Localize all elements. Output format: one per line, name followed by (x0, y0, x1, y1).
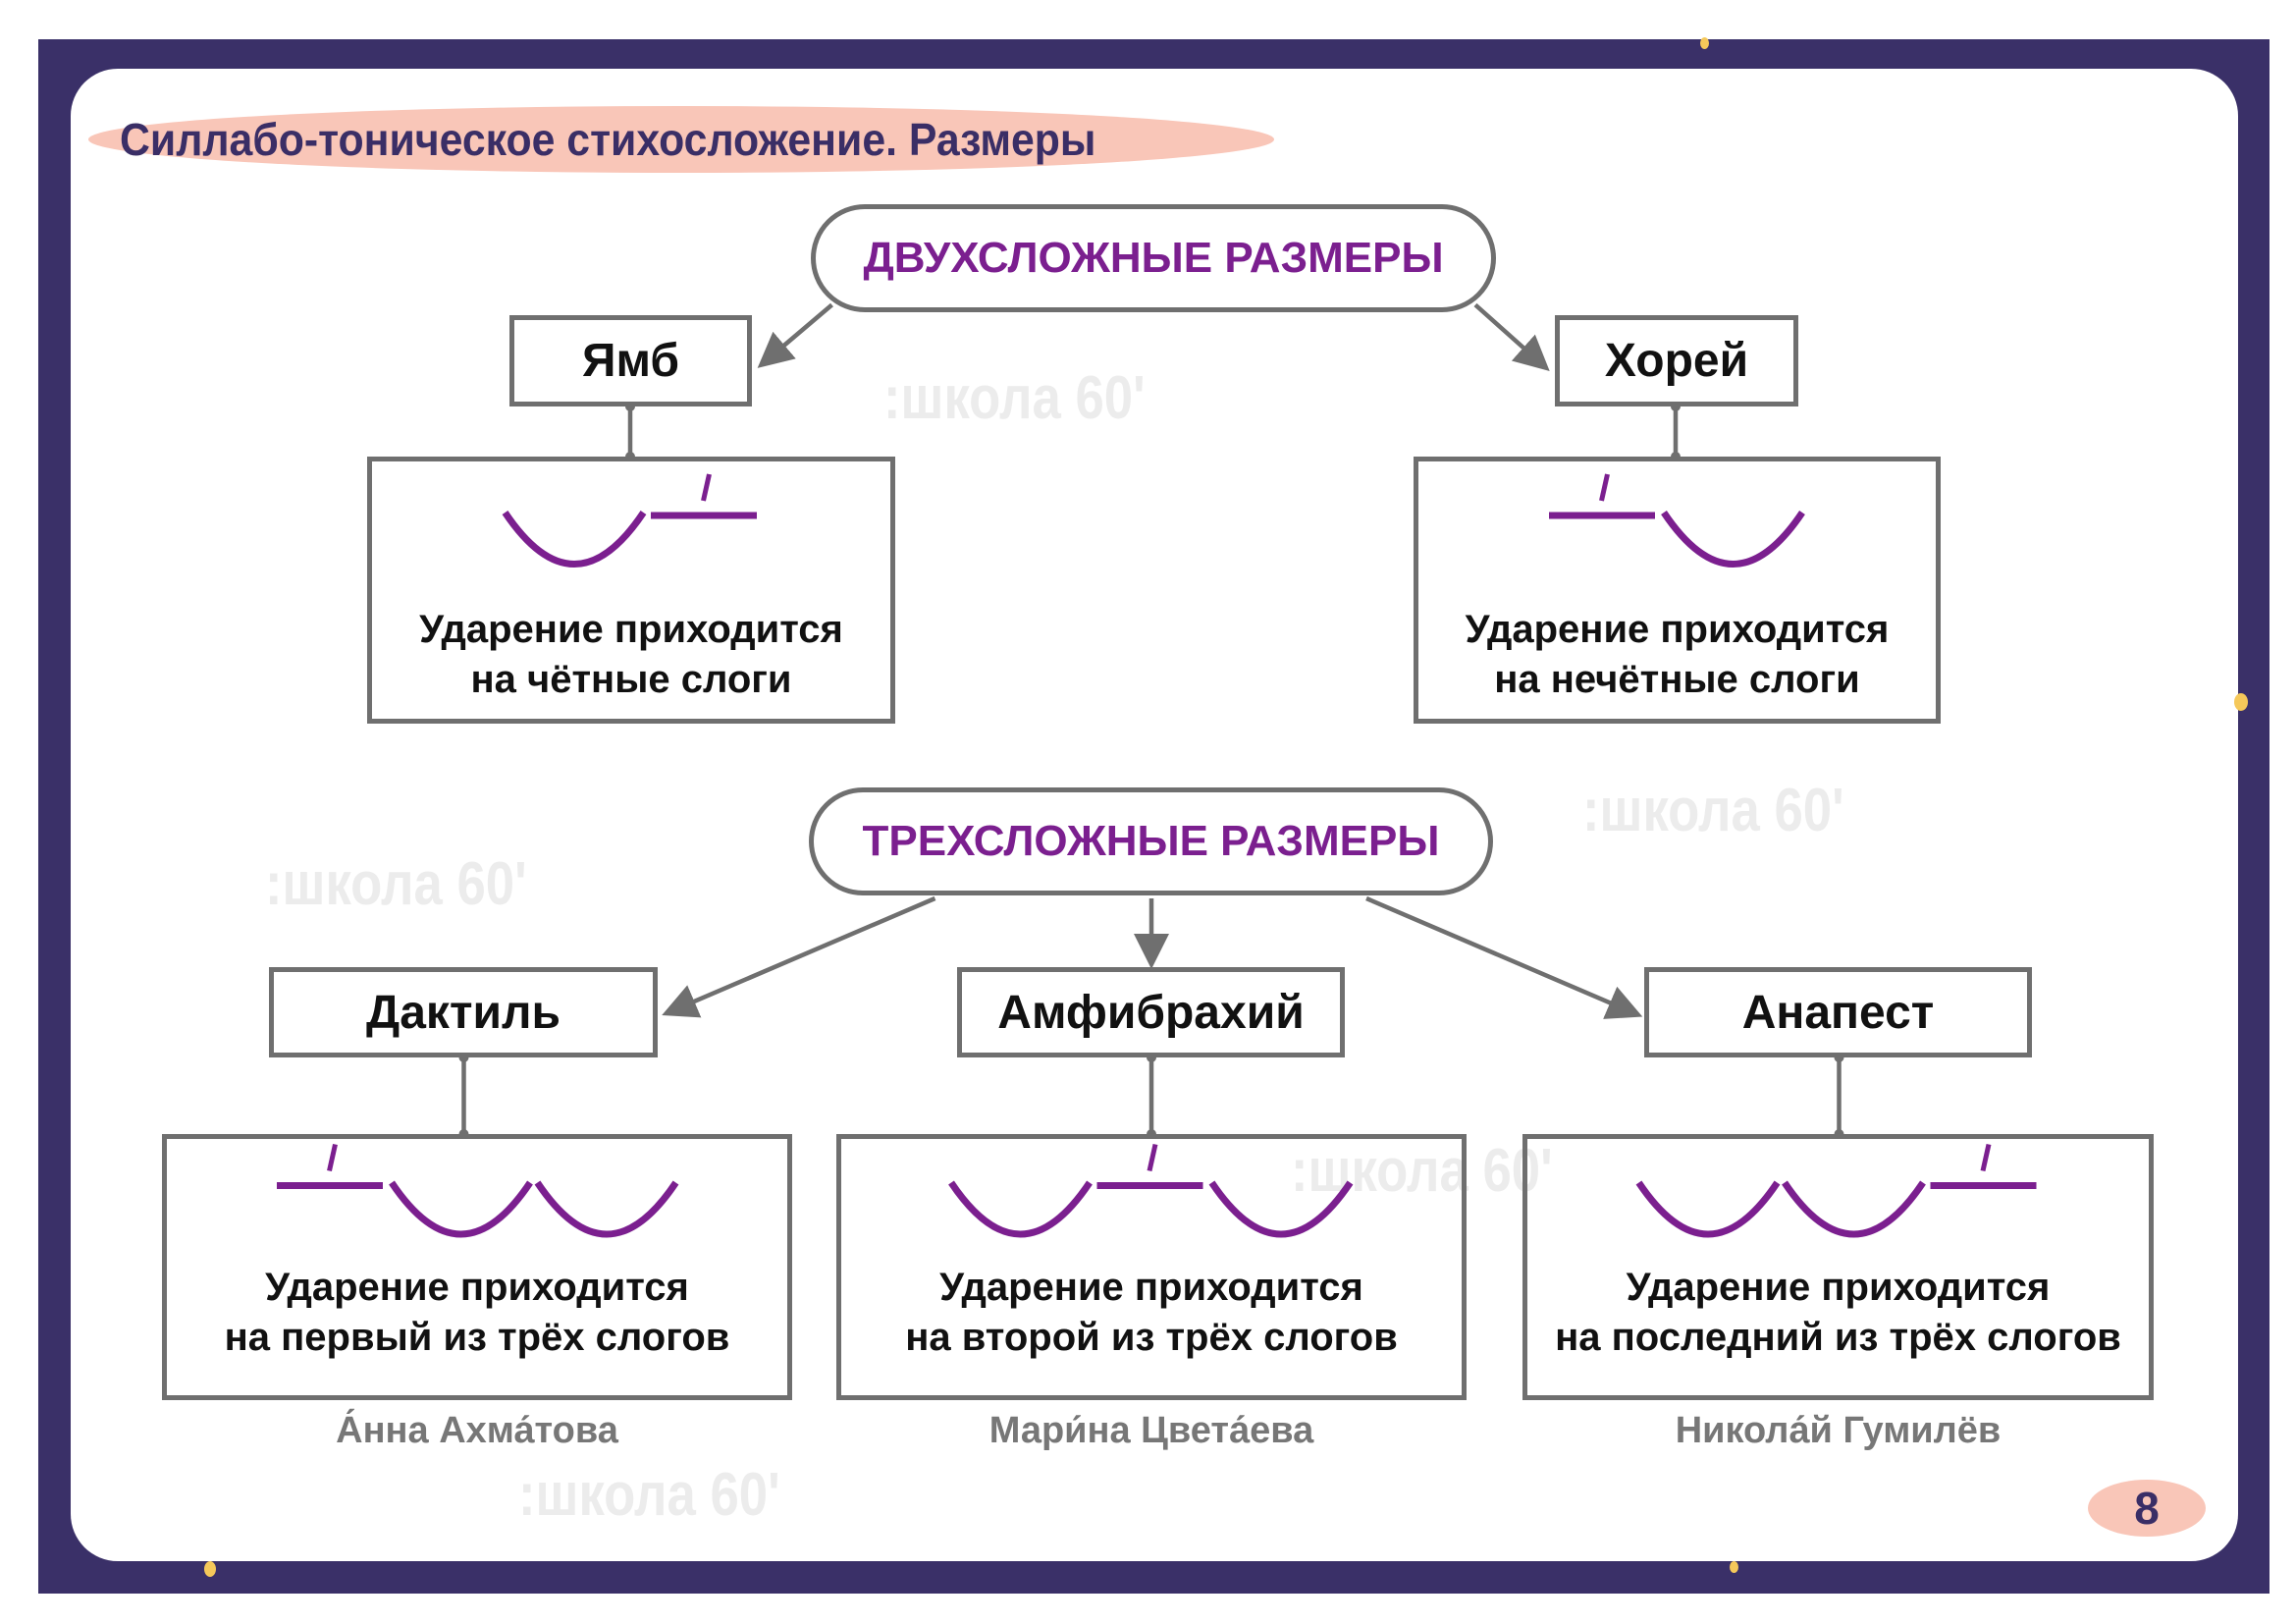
desc-line: Ударение приходится (419, 608, 843, 651)
page-number: 8 (2134, 1483, 2160, 1534)
decor-dot (1730, 1561, 1738, 1573)
title-background (88, 106, 1274, 173)
decor-dot (1700, 37, 1709, 49)
disyllabic-heading: ДВУХСЛОЖНЫЕ РАЗМЕРЫ (811, 204, 1496, 312)
author-gumilev: Никола́й Гумилёв (1675, 1410, 2002, 1451)
unstressed-syllable-arc (1782, 1180, 1926, 1238)
unstressed-syllable-arc (534, 1180, 679, 1238)
anapest-description: Ударение приходится на последний из трёх… (1522, 1134, 2154, 1400)
arrow (1365, 895, 1643, 1019)
watermark: :школа 60ʹ (265, 850, 527, 918)
watermark: :школа 60ʹ (1291, 1137, 1553, 1205)
stress-mark (701, 473, 712, 502)
meter-anapest: Анапест (1644, 967, 2032, 1057)
unstressed-syllable-arc (502, 511, 647, 568)
desc-line: Ударение приходится (265, 1266, 689, 1309)
meter-amphibrach: Амфибрахий (957, 967, 1345, 1057)
trochee-description: Ударение приходится на нечётные слоги (1414, 457, 1941, 724)
unstressed-syllable-arc (1661, 511, 1805, 568)
page-number-background (2088, 1480, 2206, 1537)
author-akhmatova: А́нна Ахма́това (336, 1410, 618, 1451)
stress-mark (1147, 1143, 1158, 1172)
amphibrach-description: Ударение приходится на второй из трёх сл… (836, 1134, 1467, 1400)
iamb-description: Ударение приходится на чётные слоги (367, 457, 895, 724)
author-tsvetaeva: Мари́на Цвета́ева (988, 1410, 1314, 1451)
desc-line: Ударение приходится (1465, 608, 1890, 651)
decor-dot (204, 1561, 216, 1577)
unstressed-syllable-arc (948, 1180, 1093, 1238)
watermark: :школа 60ʹ (518, 1461, 780, 1529)
decor-dot (2234, 693, 2248, 711)
unstressed-syllable-arc (1635, 1180, 1781, 1238)
watermark: :школа 60ʹ (1582, 777, 1844, 844)
desc-line: на последний из трёх слогов (1555, 1316, 2121, 1359)
desc-line: на нечётные слоги (1494, 658, 1860, 701)
arrow (757, 302, 833, 368)
desc-line: на чётные слоги (470, 658, 792, 701)
desc-line: на второй из трёх слогов (905, 1316, 1398, 1359)
stress-mark (1599, 473, 1610, 502)
desc-line: Ударение приходится (1626, 1266, 2051, 1309)
unstressed-syllable-arc (1208, 1180, 1354, 1238)
meter-iamb: Ямб (509, 315, 752, 406)
stress-mark (327, 1143, 338, 1172)
arrow (1473, 302, 1550, 371)
meter-dactyl: Дактиль (269, 967, 658, 1057)
page-title: Силлабо-тоническое стихосложение. Размер… (120, 114, 1096, 165)
trisyllabic-heading: ТРЕХСЛОЖНЫЕ РАЗМЕРЫ (809, 787, 1493, 895)
stress-mark (1980, 1143, 1992, 1172)
desc-line: на первый из трёх слогов (224, 1316, 730, 1359)
watermark: :школа 60ʹ (883, 364, 1146, 432)
unstressed-syllable-arc (389, 1180, 533, 1238)
desc-line: Ударение приходится (939, 1266, 1363, 1309)
dactyl-description: Ударение приходится на первый из трёх сл… (162, 1134, 792, 1400)
meter-trochee: Хорей (1555, 315, 1798, 406)
arrow (662, 895, 936, 1018)
